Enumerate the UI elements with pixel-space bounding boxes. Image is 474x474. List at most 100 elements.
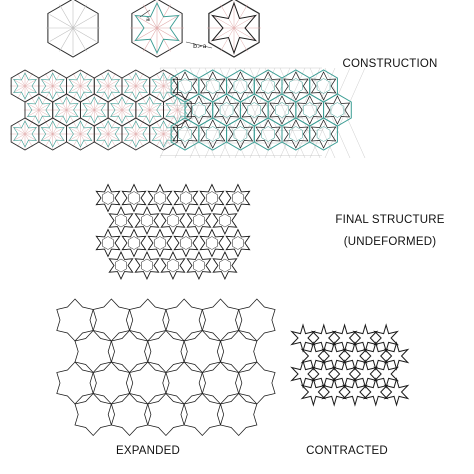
contracted-star xyxy=(362,341,389,371)
cell-radial-lines xyxy=(93,119,124,149)
cell-inner-hexagon xyxy=(330,102,345,118)
construction-spoke xyxy=(233,4,248,29)
cell-radial-lines xyxy=(79,95,110,125)
final-hub xyxy=(219,258,231,273)
construction-spoke xyxy=(80,133,89,148)
cell-star xyxy=(40,72,65,100)
tiling-cell xyxy=(309,117,338,151)
construction-spoke xyxy=(59,27,74,52)
cell-inner-hexagon xyxy=(261,78,275,94)
final-star xyxy=(134,250,160,281)
final-hub xyxy=(206,191,218,205)
construction-spoke xyxy=(169,109,178,124)
contracted-star xyxy=(290,359,316,389)
cell-star xyxy=(137,96,162,124)
background-grid-line xyxy=(324,67,366,159)
dimension-line-a xyxy=(139,9,151,18)
contracted-star xyxy=(290,323,316,353)
construction-spoke xyxy=(31,109,40,124)
final-hub xyxy=(128,236,140,250)
expanded-star xyxy=(201,298,240,342)
cell-radial-lines xyxy=(51,95,82,125)
cell-radial-lines xyxy=(65,71,96,101)
cell-radial-lines xyxy=(120,119,151,149)
final-star xyxy=(147,228,173,258)
final-star xyxy=(95,183,121,213)
construction-spoke xyxy=(72,4,87,29)
final-hub xyxy=(232,236,244,250)
final-hub xyxy=(180,236,192,250)
tiling-cell xyxy=(93,117,124,151)
step-radial-lines xyxy=(46,1,100,55)
cell-inner-hexagon xyxy=(316,126,331,142)
expanded-star xyxy=(238,298,276,342)
final-star xyxy=(134,205,160,236)
final-hub xyxy=(180,191,192,205)
construction-spoke xyxy=(100,120,109,135)
cell-star xyxy=(213,95,240,125)
expanded-star xyxy=(165,361,203,405)
label-final-structure: FINAL STRUCTURE xyxy=(335,214,445,226)
construction-spoke xyxy=(210,14,235,29)
construction-spoke xyxy=(94,109,102,124)
tiling-cell xyxy=(134,93,165,127)
cell-star xyxy=(96,120,120,148)
construction-spoke xyxy=(133,14,158,29)
contracted-star xyxy=(300,341,327,371)
expanded-star xyxy=(92,298,131,342)
cell-star xyxy=(310,119,337,149)
cell-radial-lines xyxy=(10,71,40,101)
background-grid-line xyxy=(309,67,351,159)
construction-tiling-left xyxy=(10,69,193,151)
final-star xyxy=(186,205,212,236)
contracted-star xyxy=(331,359,358,389)
construction-spoke xyxy=(114,109,123,124)
construction-spoke xyxy=(121,96,130,111)
construction-spoke xyxy=(107,85,116,100)
cell-inner-hexagon xyxy=(219,102,234,118)
cell-inner-hexagon xyxy=(205,78,220,94)
cell-star xyxy=(124,72,148,100)
cell-star xyxy=(151,120,176,148)
construction-spoke xyxy=(155,120,164,135)
final-hub xyxy=(141,213,153,228)
final-hub xyxy=(102,236,114,250)
cell-star xyxy=(96,72,120,100)
contracted-star xyxy=(383,341,410,371)
contracted-star xyxy=(342,377,368,407)
construction-spoke xyxy=(107,72,116,87)
expanded-star xyxy=(56,361,94,405)
construction-spoke xyxy=(24,72,33,87)
expanded-star xyxy=(147,329,185,374)
expanded-star xyxy=(183,392,221,437)
construction-spoke xyxy=(163,85,172,100)
expanded-star xyxy=(183,329,221,374)
contracted-star xyxy=(331,323,358,353)
final-hub xyxy=(154,191,166,205)
construction-spoke xyxy=(45,85,53,100)
final-star xyxy=(212,205,238,236)
construction-spoke xyxy=(80,72,89,87)
step-radial-lines xyxy=(207,1,261,55)
construction-spoke xyxy=(233,27,248,52)
construction-spoke xyxy=(156,27,181,42)
cell-star xyxy=(172,71,198,101)
tiling-cell xyxy=(162,93,193,127)
cell-radial-lines xyxy=(37,71,68,101)
tiling-cell xyxy=(79,93,110,127)
cell-radial-lines xyxy=(37,119,68,149)
cell-radial-lines xyxy=(10,119,40,149)
step-radial-lines xyxy=(130,1,184,55)
cell-hexagon xyxy=(309,69,338,103)
construction-spoke xyxy=(128,120,137,135)
cell-radial-lines xyxy=(120,71,151,101)
tiling-cell xyxy=(120,69,151,103)
cell-inner-hexagon xyxy=(178,78,192,94)
contracted-star xyxy=(310,323,337,353)
cell-star xyxy=(124,120,148,148)
construction-spoke xyxy=(163,120,172,135)
construction-tiling-right xyxy=(159,67,366,159)
tiling-cell xyxy=(253,117,283,151)
cell-inner-hexagon xyxy=(289,126,303,142)
cell-star xyxy=(172,119,198,149)
